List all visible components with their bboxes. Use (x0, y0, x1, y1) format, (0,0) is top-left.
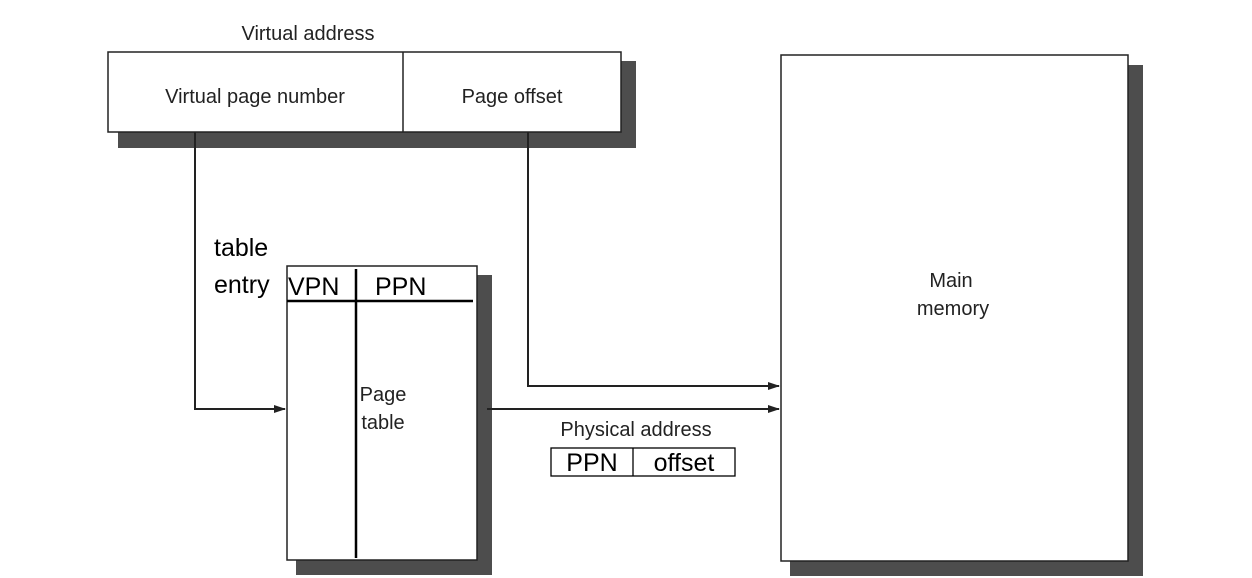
page-table-box (286, 265, 478, 561)
page-offset-to-memory-arrow (527, 132, 780, 390)
table-entry-label-line2: entry (214, 271, 270, 299)
physical-address-offset-field: offset (654, 449, 715, 477)
virtual-address-title: Virtual address (241, 23, 374, 45)
virtual-page-number-field: Virtual page number (165, 86, 345, 108)
main-memory: Main memory (780, 54, 1143, 576)
page-table-col-ppn: PPN (375, 273, 426, 301)
vpn-to-page-table-arrow (194, 132, 286, 413)
main-memory-box (780, 54, 1129, 562)
page-table: VPN PPN Page table (286, 265, 492, 575)
physical-address-register: PPN offset (550, 447, 736, 477)
page-table-label-line2: table (361, 412, 404, 434)
physical-address-title: Physical address (560, 419, 711, 441)
table-entry-label-line1: table (214, 234, 268, 262)
main-memory-label-line2: memory (917, 298, 989, 320)
page-table-col-vpn: VPN (288, 273, 339, 301)
virtual-address-register: Virtual page number Page offset (107, 51, 636, 148)
main-memory-label-line1: Main (929, 270, 972, 292)
page-table-label-line1: Page (360, 384, 407, 406)
physical-address-ppn-field: PPN (566, 449, 617, 477)
virtual-address-box (107, 51, 622, 133)
physical-address-box (550, 447, 736, 477)
page-offset-field: Page offset (462, 86, 563, 108)
